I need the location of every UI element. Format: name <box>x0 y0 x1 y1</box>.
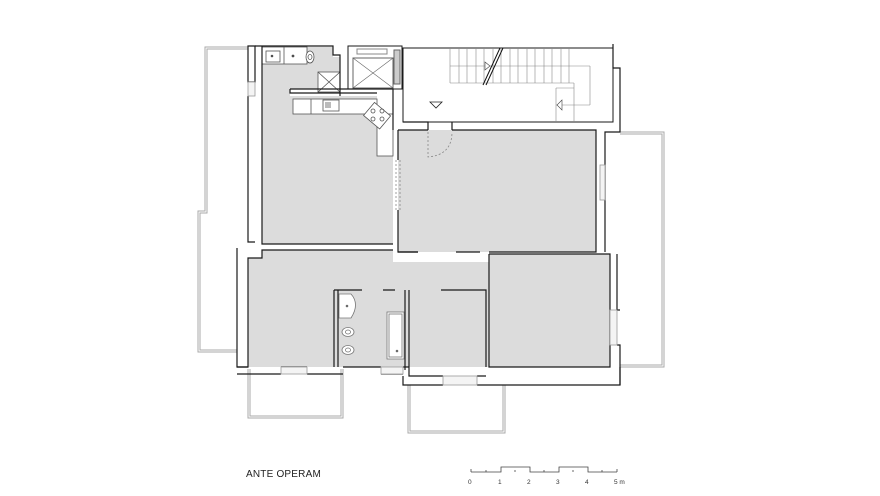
landing-marker-icon <box>429 101 443 109</box>
wc-icon <box>305 50 315 64</box>
stair-arrow-icon <box>484 61 491 71</box>
balcony-south-inner <box>409 385 504 432</box>
balcony-east <box>620 131 665 368</box>
doors <box>395 131 453 210</box>
room-east-floor <box>489 254 610 367</box>
scale-label-3: 3 <box>556 479 560 486</box>
balcony-west <box>197 46 248 353</box>
scale-label-5: 5 m <box>614 479 625 486</box>
balcony-southwest <box>247 369 344 419</box>
kitchen-floor <box>262 47 393 244</box>
bathtub-icon <box>386 311 405 360</box>
door-swing-living <box>427 131 453 158</box>
balcony-east-inner <box>620 133 663 366</box>
walls <box>236 44 621 386</box>
balcony-southwest-inner <box>249 369 342 417</box>
countertop-north <box>261 46 308 65</box>
stair-break-line <box>482 47 501 86</box>
toilet-icon <box>341 345 355 355</box>
window-sw-1 <box>280 366 308 375</box>
window-east-room <box>609 309 618 346</box>
drawing-title: ANTE OPERAM <box>246 469 321 480</box>
balcony-west-inner <box>199 48 248 351</box>
scale-label-1: 1 <box>498 479 502 486</box>
balcony-south <box>407 385 506 434</box>
bidet-icon <box>341 327 355 337</box>
scale-label-0: 0 <box>468 479 472 486</box>
bathroom-fixtures <box>338 293 405 360</box>
window-sw-2 <box>380 366 404 375</box>
scale-label-4: 4 <box>585 479 589 486</box>
balconies <box>197 46 665 434</box>
living-floor <box>398 130 596 252</box>
window-east-living <box>599 164 606 201</box>
sink-icon <box>322 99 340 112</box>
window-south <box>442 375 478 386</box>
scale-bar <box>470 466 618 473</box>
elevator <box>347 45 403 90</box>
stair-arrow-icon <box>556 99 563 111</box>
stairwell <box>402 47 614 123</box>
windows <box>247 81 618 386</box>
scale-label-2: 2 <box>527 479 531 486</box>
window-west-kitchen <box>247 81 256 97</box>
